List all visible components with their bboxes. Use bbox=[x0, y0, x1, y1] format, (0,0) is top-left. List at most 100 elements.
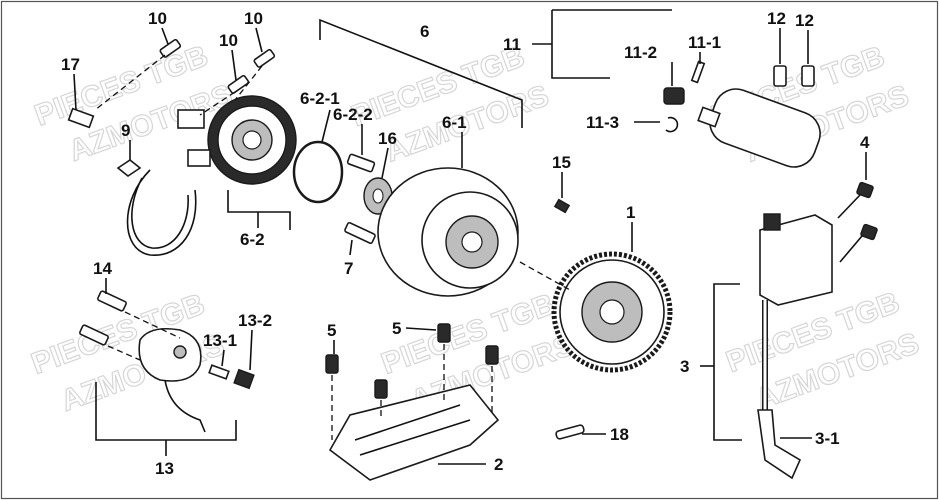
screw-4b bbox=[860, 223, 878, 241]
starter-gear-part bbox=[551, 251, 673, 373]
ignition-coil-part bbox=[757, 213, 833, 480]
callout-5: 5 bbox=[392, 319, 401, 338]
screw-4a bbox=[856, 181, 874, 199]
bolt-7 bbox=[344, 221, 376, 245]
callout-2: 2 bbox=[494, 455, 503, 474]
pin-18 bbox=[555, 424, 585, 440]
callout-17: 17 bbox=[61, 55, 80, 74]
bracket-11 bbox=[551, 10, 610, 79]
leader-5b bbox=[405, 327, 437, 331]
leader-dashed bbox=[199, 91, 236, 116]
callout-9: 9 bbox=[121, 121, 130, 140]
leader-16 bbox=[381, 147, 389, 179]
leader-dashed bbox=[107, 345, 141, 361]
callout-10: 10 bbox=[148, 9, 167, 28]
starter-motor-body bbox=[709, 88, 821, 168]
starter-motor-part bbox=[697, 88, 821, 168]
callout-labels: 10 10 10 17 9 6 6-2-1 6-2-2 6-1 16 6-2 7… bbox=[61, 9, 870, 478]
cover-rib bbox=[354, 404, 461, 441]
screw-10-group bbox=[94, 38, 276, 116]
pickup-bracket bbox=[177, 109, 205, 129]
leader-dashed bbox=[234, 65, 263, 101]
leader-13-1 bbox=[221, 349, 225, 367]
callout-3: 3 bbox=[680, 357, 689, 376]
bolt-5b bbox=[374, 379, 388, 399]
callout-11: 11 bbox=[503, 35, 521, 54]
spring-13-2 bbox=[233, 368, 255, 390]
callout-6: 6 bbox=[420, 22, 429, 41]
bolt-5c bbox=[437, 323, 451, 343]
leader-10c bbox=[255, 27, 263, 53]
leader-lines bbox=[73, 9, 867, 465]
gear-center-hole bbox=[599, 299, 625, 325]
wire-grommet bbox=[187, 149, 211, 167]
callout-3-1: 3-1 bbox=[815, 429, 840, 448]
callout-1: 1 bbox=[626, 203, 635, 222]
callout-13-2: 13-2 bbox=[238, 311, 272, 330]
callout-11-3: 11-3 bbox=[586, 113, 619, 132]
leader-13-2 bbox=[249, 329, 253, 371]
pulser-body bbox=[138, 327, 202, 382]
pulser-wire bbox=[164, 379, 206, 433]
bush-13-1 bbox=[208, 364, 230, 380]
bolt-5d bbox=[485, 345, 499, 365]
callout-7: 7 bbox=[344, 259, 353, 278]
leader-4b bbox=[839, 235, 863, 263]
key-15 bbox=[553, 198, 571, 214]
leader-dashed bbox=[124, 311, 181, 339]
callout-13-1: 13-1 bbox=[203, 331, 237, 350]
stator-hub-hole bbox=[242, 130, 262, 150]
callout-14: 14 bbox=[93, 259, 112, 278]
cover-rib bbox=[359, 419, 471, 456]
bolt-12a bbox=[773, 65, 787, 87]
stator-wire-loop-inner bbox=[131, 177, 189, 249]
callout-13: 13 bbox=[155, 459, 174, 478]
callout-16: 16 bbox=[378, 129, 397, 148]
coil-terminal bbox=[763, 213, 781, 231]
pin-11-1 bbox=[690, 60, 706, 84]
callout-6-2-2: 6-2-2 bbox=[333, 105, 373, 124]
circlip-11-3 bbox=[665, 116, 679, 133]
callout-11-1: 11-1 bbox=[688, 33, 721, 52]
pulser-boss bbox=[173, 345, 187, 359]
callout-5: 5 bbox=[327, 321, 336, 340]
callout-18: 18 bbox=[610, 425, 629, 444]
leader-4a bbox=[837, 194, 861, 219]
screw-10a bbox=[159, 38, 182, 58]
callout-6-1: 6-1 bbox=[442, 113, 467, 132]
o-ring-6-2-1 bbox=[292, 140, 344, 204]
bracket-6 bbox=[319, 18, 523, 128]
leader-10a bbox=[161, 27, 169, 45]
callout-10: 10 bbox=[219, 31, 238, 50]
rotor-hub-hole bbox=[461, 231, 483, 253]
cover-plate-part bbox=[328, 384, 500, 481]
leader-6-2-1 bbox=[321, 109, 331, 143]
coil-body bbox=[759, 214, 833, 306]
pinion-11-2 bbox=[663, 87, 685, 105]
leader-dashed bbox=[94, 54, 166, 111]
cover-body bbox=[328, 384, 500, 481]
clamp-9 bbox=[116, 159, 142, 177]
screw-10b bbox=[227, 74, 250, 94]
callout-12: 12 bbox=[795, 11, 814, 30]
callout-11-2: 11-2 bbox=[624, 43, 657, 62]
washer-16-hole bbox=[372, 188, 384, 204]
leader-7 bbox=[349, 239, 353, 256]
callout-6-2-1: 6-2-1 bbox=[300, 89, 340, 108]
bolt-5a bbox=[325, 354, 339, 374]
callout-4: 4 bbox=[860, 133, 870, 152]
pulser-coil-part bbox=[138, 327, 206, 433]
callout-10: 10 bbox=[244, 9, 263, 28]
bolt-12b bbox=[801, 65, 815, 87]
screw-14a bbox=[97, 290, 127, 312]
bracket-6-2 bbox=[227, 190, 291, 230]
flywheel-rotor-part bbox=[377, 167, 519, 297]
stator-wire-loop bbox=[126, 169, 197, 256]
starter-shaft bbox=[697, 106, 721, 128]
leader-10b bbox=[231, 49, 237, 81]
bracket-3 bbox=[713, 283, 742, 441]
callout-12: 12 bbox=[767, 9, 786, 28]
